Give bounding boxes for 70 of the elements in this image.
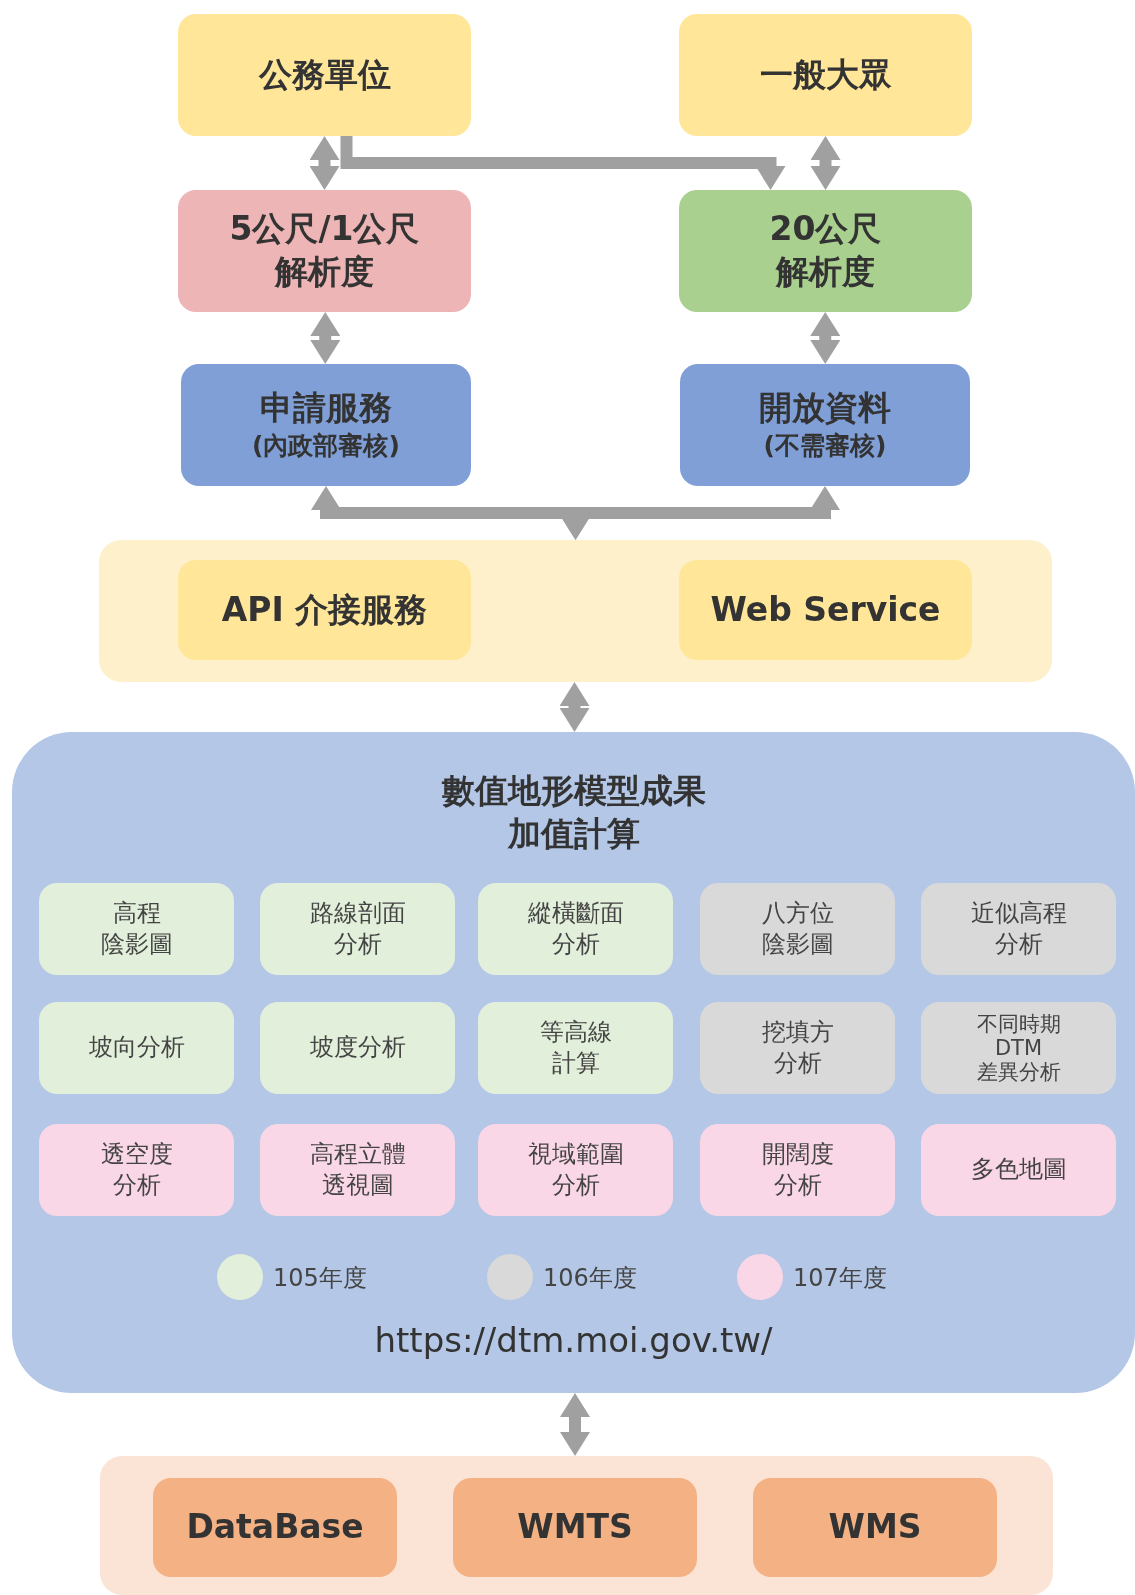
service-box — [178, 560, 471, 660]
function-box — [700, 883, 895, 975]
box-title: 申請服務 — [260, 387, 392, 430]
legend-label: 106年度 — [543, 1263, 637, 1294]
box-title: DataBase — [186, 1506, 364, 1549]
box-label: 不同時期DTM差異分析 — [976, 1011, 1061, 1085]
box-label: 多色地圖 — [970, 1154, 1067, 1186]
function-box — [260, 883, 455, 975]
box-label: 路線剖面分析 — [309, 897, 406, 960]
user-group-box — [178, 14, 471, 136]
box-label: 開闊度分析 — [761, 1138, 834, 1201]
legend-label: 105年度 — [273, 1263, 367, 1294]
box-title: 20公尺解析度 — [769, 208, 882, 293]
arrow — [559, 682, 590, 732]
arrow — [310, 312, 341, 364]
arrow — [810, 136, 841, 190]
access-box — [680, 364, 970, 486]
legend-label: 107年度 — [793, 1263, 887, 1294]
data-source-box — [153, 1478, 397, 1577]
function-box — [921, 1124, 1116, 1216]
box-label: 等高線計算 — [539, 1016, 612, 1079]
box-subtitle: (不需審核) — [763, 430, 887, 463]
data-band — [100, 1456, 1053, 1595]
box-label: 高程陰影圖 — [100, 897, 173, 960]
box-label: 視域範圍分析 — [527, 1138, 624, 1201]
user-group-box — [679, 14, 972, 136]
access-box — [181, 364, 471, 486]
resolution-box — [178, 190, 471, 312]
resolution-box — [679, 190, 972, 312]
function-box — [39, 883, 234, 975]
function-box — [700, 1002, 895, 1094]
function-box — [260, 1124, 455, 1216]
arrow — [560, 1393, 590, 1456]
box-title: WMTS — [517, 1506, 633, 1549]
arrow — [340, 136, 786, 190]
box-label: 高程立體透視圖 — [309, 1138, 406, 1201]
function-box — [260, 1002, 455, 1094]
box-subtitle: (內政部審核) — [252, 430, 400, 463]
service-band — [99, 540, 1052, 682]
box-title: API 介接服務 — [221, 588, 428, 631]
box-title: 公務單位 — [258, 53, 391, 96]
function-box — [478, 1002, 673, 1094]
box-title: 開放資料 — [759, 387, 891, 430]
data-source-box — [753, 1478, 997, 1577]
function-box — [39, 1124, 234, 1216]
function-box — [39, 1002, 234, 1094]
panel-title: 數值地形模型成果加值計算 — [440, 770, 707, 855]
function-box — [921, 1002, 1116, 1094]
box-label: 透空度分析 — [100, 1138, 173, 1201]
box-label: 八方位陰影圖 — [761, 897, 834, 960]
service-box — [679, 560, 972, 660]
function-box — [478, 883, 673, 975]
box-label: 挖填方分析 — [761, 1016, 834, 1079]
box-label: 縱橫斷面分析 — [527, 897, 624, 960]
box-label: 坡向分析 — [88, 1032, 185, 1064]
platform-panel — [12, 732, 1135, 1393]
box-title: 5公尺/1公尺解析度 — [229, 208, 420, 293]
function-box — [478, 1124, 673, 1216]
box-title: WMS — [828, 1506, 922, 1549]
box-title: 一般大眾 — [759, 53, 892, 96]
function-box — [700, 1124, 895, 1216]
arrow — [810, 312, 841, 364]
url-text: https://dtm.moi.gov.tw/ — [373, 1320, 774, 1360]
box-label: 坡度分析 — [309, 1032, 406, 1064]
function-box — [921, 883, 1116, 975]
box-label: 近似高程分析 — [970, 897, 1067, 960]
arrow — [560, 486, 840, 540]
box-title: Web Service — [710, 588, 941, 631]
arrow — [309, 136, 340, 190]
data-source-box — [453, 1478, 697, 1577]
